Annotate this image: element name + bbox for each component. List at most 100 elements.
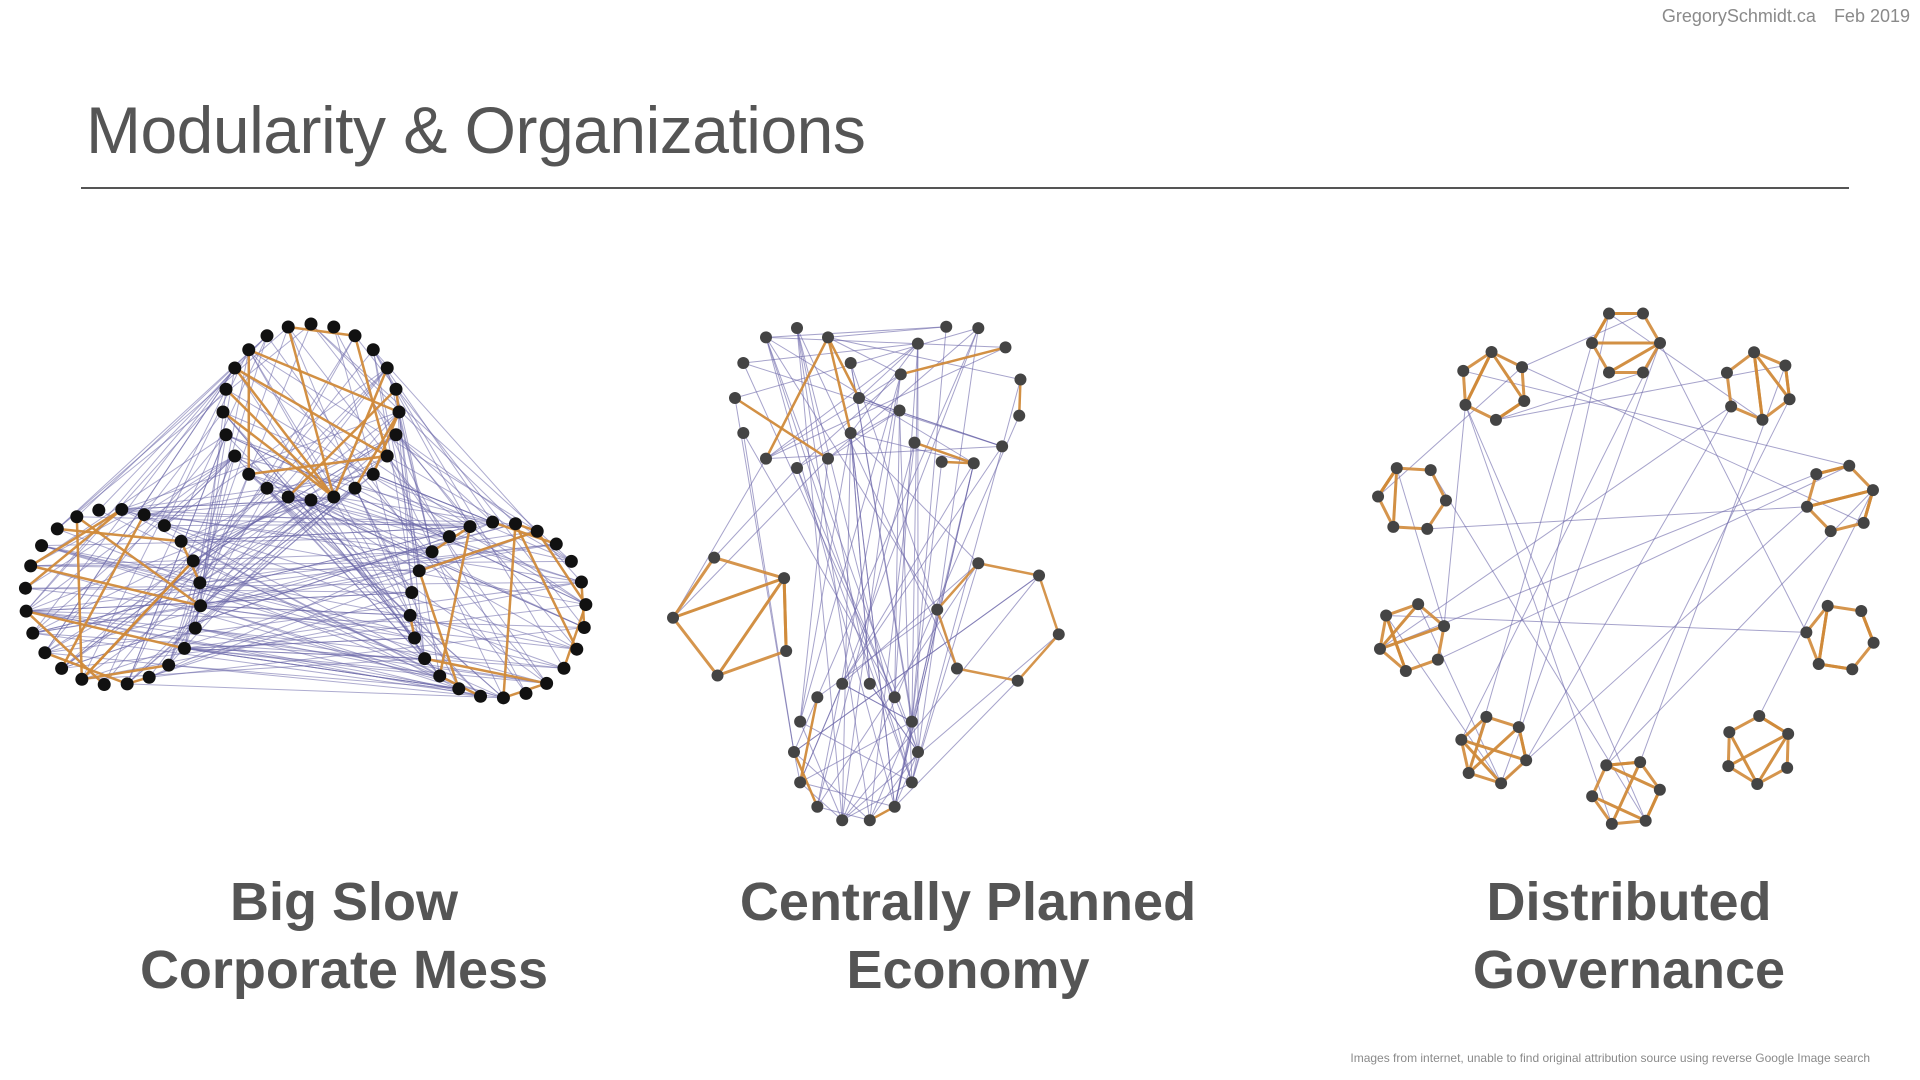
graph-edge — [25, 367, 236, 612]
caption-line: Corporate Mess — [139, 940, 549, 1000]
graph-edge — [1806, 488, 1874, 509]
graph-edge — [310, 323, 516, 525]
graph-node — [708, 551, 721, 564]
graph-edge — [858, 397, 1003, 447]
graph-node — [1586, 337, 1598, 349]
graph-edge — [1500, 342, 1661, 784]
graph-node — [1867, 636, 1880, 649]
graph-edge — [800, 781, 895, 808]
graph-edge — [26, 610, 585, 628]
graph-edge — [914, 441, 975, 465]
graph-node — [519, 686, 533, 700]
graph-edge — [25, 587, 412, 594]
graph-edge — [672, 458, 767, 619]
graph-edge — [30, 551, 433, 567]
graph-edge — [418, 570, 460, 690]
graph-edge — [816, 327, 979, 698]
graph-edge — [1495, 371, 1644, 421]
graph-node — [242, 343, 256, 357]
graph-edge — [25, 499, 312, 612]
graph-node — [115, 502, 129, 516]
graph-node — [177, 641, 191, 655]
graph-edge — [76, 515, 202, 607]
graph-edge — [1605, 398, 1791, 766]
graph-node — [1013, 409, 1026, 422]
graph-node — [1748, 346, 1761, 359]
graph-edge — [536, 530, 587, 606]
graph-node — [1634, 756, 1647, 769]
graph-edge — [796, 327, 958, 669]
graph-edge — [164, 525, 425, 660]
graph-edge — [1758, 489, 1874, 717]
graph-edge — [1377, 366, 1523, 497]
graph-edge — [1468, 342, 1593, 774]
graph-node — [1586, 790, 1599, 803]
graph-edge — [25, 610, 106, 686]
graph-node — [1751, 778, 1764, 791]
graph-node — [1812, 658, 1825, 671]
graph-edge — [75, 516, 84, 680]
graph-edge — [121, 508, 471, 528]
graph-edge — [41, 545, 415, 639]
graph-edge — [796, 410, 900, 469]
graph-node — [893, 404, 906, 417]
graph-edge — [1460, 342, 1661, 741]
graph-node — [366, 467, 380, 481]
graph-node — [1431, 653, 1444, 666]
graph-edge — [1396, 467, 1445, 627]
graph-edge — [372, 349, 582, 583]
graph-node — [1457, 364, 1470, 377]
graph-edge — [765, 337, 938, 610]
graph-node — [911, 337, 924, 350]
graph-edge — [1384, 614, 1408, 672]
graph-node — [1011, 674, 1024, 687]
graph-node — [389, 428, 403, 442]
graph-node — [193, 576, 207, 590]
caption-distributed: Distributed Governance — [1329, 868, 1920, 1004]
graph-edge — [41, 545, 547, 684]
graph-edge — [713, 556, 785, 580]
graph-edge — [200, 605, 459, 690]
graph-edge — [248, 454, 388, 476]
graph-node — [570, 642, 584, 656]
graph-edge — [44, 581, 582, 654]
graph-node — [260, 481, 274, 495]
graph-edge — [144, 514, 433, 553]
graph-edge — [492, 520, 557, 546]
graph-node — [19, 604, 33, 618]
graph-node — [1462, 766, 1475, 779]
network-graph-3 — [1372, 307, 1880, 830]
graph-node — [1824, 525, 1837, 538]
graph-edge — [41, 545, 565, 669]
graph-edge — [936, 609, 959, 669]
graph-node — [794, 776, 807, 789]
network-graph-2 — [667, 320, 1065, 827]
graph-edge — [1491, 351, 1864, 524]
graph-edge — [841, 562, 979, 685]
graph-edge — [743, 362, 1003, 447]
graph-edge — [199, 367, 388, 584]
graph-node — [863, 814, 876, 827]
graph-node — [822, 452, 834, 465]
graph-edge — [1518, 313, 1610, 728]
graph-node — [463, 520, 477, 534]
graph-node — [75, 672, 89, 686]
graph-edge — [266, 335, 527, 694]
graph-edge — [799, 683, 843, 783]
graph-node — [1846, 663, 1859, 676]
graph-node — [188, 621, 202, 635]
graph-edge — [266, 487, 441, 677]
graph-edge — [164, 367, 388, 526]
graph-node — [737, 357, 750, 369]
graph-edge — [32, 570, 420, 634]
graph-node — [822, 331, 834, 344]
graph-node — [1489, 413, 1502, 426]
graph-edge — [26, 610, 547, 684]
graph-edge — [1016, 633, 1060, 682]
graph-edge — [181, 526, 471, 542]
graph-node — [1753, 710, 1766, 723]
graph-edge — [193, 560, 504, 699]
graph-edge — [793, 575, 1040, 753]
graph-node — [389, 382, 403, 396]
graph-edge — [287, 388, 397, 498]
